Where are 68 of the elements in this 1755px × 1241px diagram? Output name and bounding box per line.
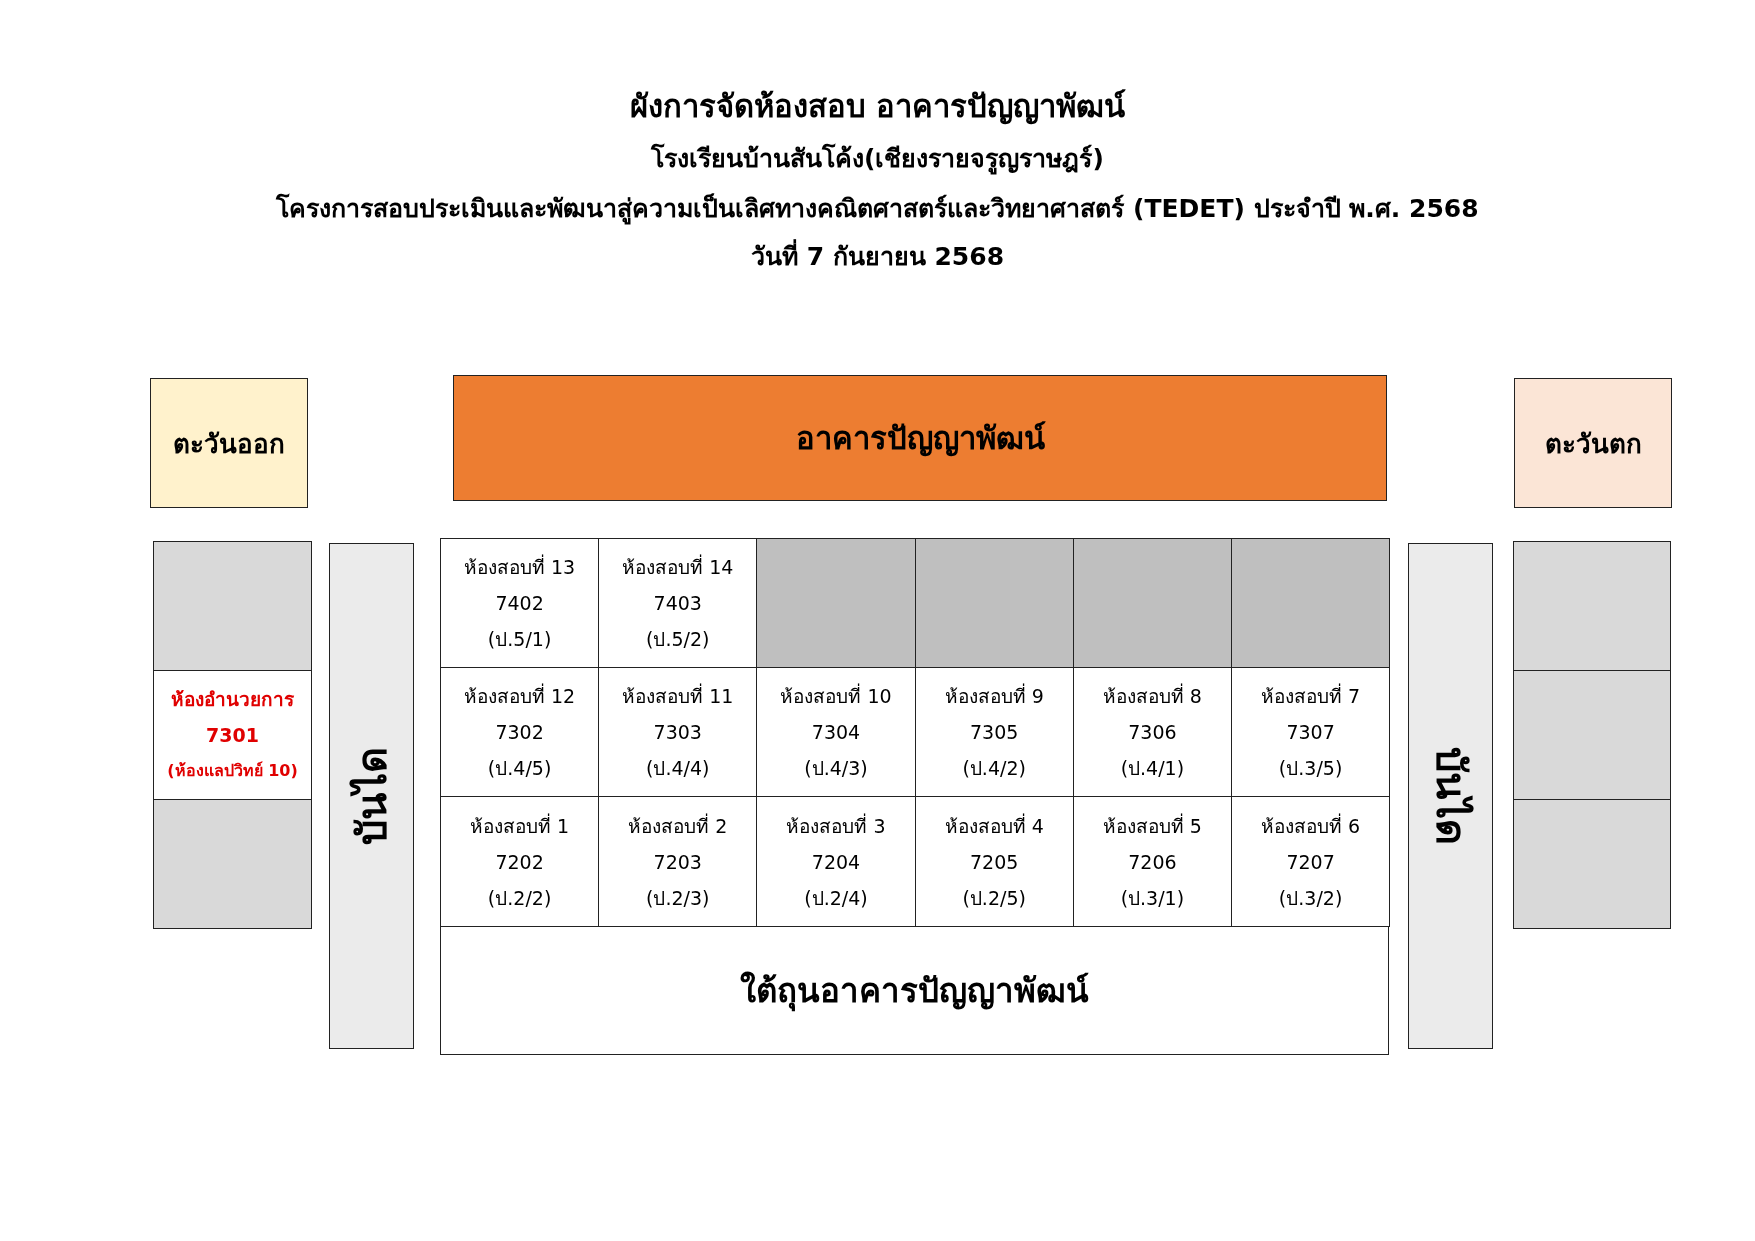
empty-room — [1513, 670, 1671, 800]
room-name: ห้องสอบที่ 9 — [944, 682, 1044, 709]
room-number: 7202 — [495, 849, 544, 875]
room-note: (ห้องแลปวิทย์ 10) — [167, 760, 298, 782]
subtitle: โครงการสอบประเมินและพัฒนาสู่ความเป็นเลิศทางคณิตศาสตร์และวิทยาศาสตร์ (TEDET) ประจำปี พ.ศ. 2568 — [275, 192, 1480, 227]
subtitle: วันที่ 7 กันยายน 2568 — [0, 236, 1755, 277]
class-name: (ป.2/5) — [962, 885, 1026, 911]
class-name: (ป.5/2) — [646, 627, 710, 652]
room-name: ห้องสอบที่ 7 — [1261, 682, 1361, 709]
room-number: 7306 — [1128, 720, 1177, 745]
room-number: 7307 — [1286, 720, 1335, 745]
room-number: 7204 — [811, 849, 861, 875]
class-name: (ป.3/2) — [1278, 885, 1343, 911]
room-name: ห้องอำนวยการ — [171, 687, 294, 712]
room-number: 7301 — [206, 723, 259, 748]
ground-floor-area — [440, 926, 1389, 1055]
class-name: (ป.4/2) — [962, 756, 1026, 781]
stairway — [329, 543, 414, 1049]
room-number: 7207 — [1286, 849, 1335, 875]
room-number: 7206 — [1128, 849, 1177, 875]
room-number: 7302 — [495, 720, 544, 745]
room-name: ห้องสอบที่ 10 — [780, 682, 892, 709]
area-label: ตะวันออก — [173, 427, 285, 461]
area-label: ตะวันตก — [1544, 427, 1642, 461]
empty-room — [153, 541, 312, 671]
room-name: ห้องสอบที่ 5 — [1102, 812, 1202, 839]
room-name: ห้องสอบที่ 4 — [944, 812, 1044, 839]
class-name: (ป.2/2) — [487, 885, 552, 911]
room-name: ห้องสอบที่ 8 — [1102, 682, 1202, 709]
class-name: (ป.3/1) — [1120, 885, 1185, 911]
room-number: 7402 — [495, 591, 544, 616]
office-room — [153, 670, 312, 800]
room-name: ห้องสอบที่ 3 — [786, 812, 886, 839]
subtitle: โรงเรียนบ้านสันโค้ง(เชียงรายจรูญราษฎร์) — [650, 142, 1105, 177]
direction-box — [1514, 378, 1672, 508]
area-label: ใต้ถุนอาคารปัญญาพัฒน์ — [740, 970, 1089, 1014]
direction-box — [150, 378, 308, 508]
class-name: (ป.4/5) — [487, 756, 552, 781]
room-number: 7205 — [970, 849, 1019, 875]
empty-room — [1513, 799, 1671, 929]
empty-room — [1513, 541, 1671, 671]
room-number: 7303 — [653, 720, 702, 745]
class-name: (ป.2/3) — [646, 885, 710, 911]
room-name: ห้องสอบที่ 11 — [622, 682, 734, 709]
class-name: (ป.2/4) — [804, 885, 868, 911]
exam-room — [440, 538, 600, 668]
empty-room — [153, 799, 312, 929]
area-label: บันได — [347, 747, 396, 845]
room-name: ห้องสอบที่ 6 — [1261, 812, 1361, 839]
class-name: (ป.4/4) — [646, 756, 710, 781]
room-name: ห้องสอบที่ 14 — [622, 553, 734, 580]
class-name: (ป.3/5) — [1278, 756, 1343, 781]
room-name: ห้องสอบที่ 2 — [628, 812, 728, 839]
room-name: ห้องสอบที่ 12 — [464, 682, 576, 709]
room-number: 7203 — [653, 849, 702, 875]
class-name: (ป.4/3) — [804, 756, 868, 781]
room-number: 7305 — [970, 720, 1019, 745]
class-name: (ป.5/1) — [487, 627, 552, 652]
room-name: ห้องสอบที่ 13 — [464, 553, 576, 580]
room-number: 7403 — [653, 591, 702, 616]
title: ผังการจัดห้องสอบ อาคารปัญญาพัฒน์ — [628, 86, 1127, 127]
area-label: อาคารปัญญาพัฒน์ — [795, 419, 1045, 459]
stairway — [1408, 543, 1493, 1049]
room-name: ห้องสอบที่ 1 — [470, 812, 570, 839]
class-name: (ป.4/1) — [1120, 756, 1185, 781]
area-label: บันได — [1426, 747, 1475, 845]
room-number: 7304 — [811, 720, 861, 745]
building-banner — [453, 375, 1387, 501]
